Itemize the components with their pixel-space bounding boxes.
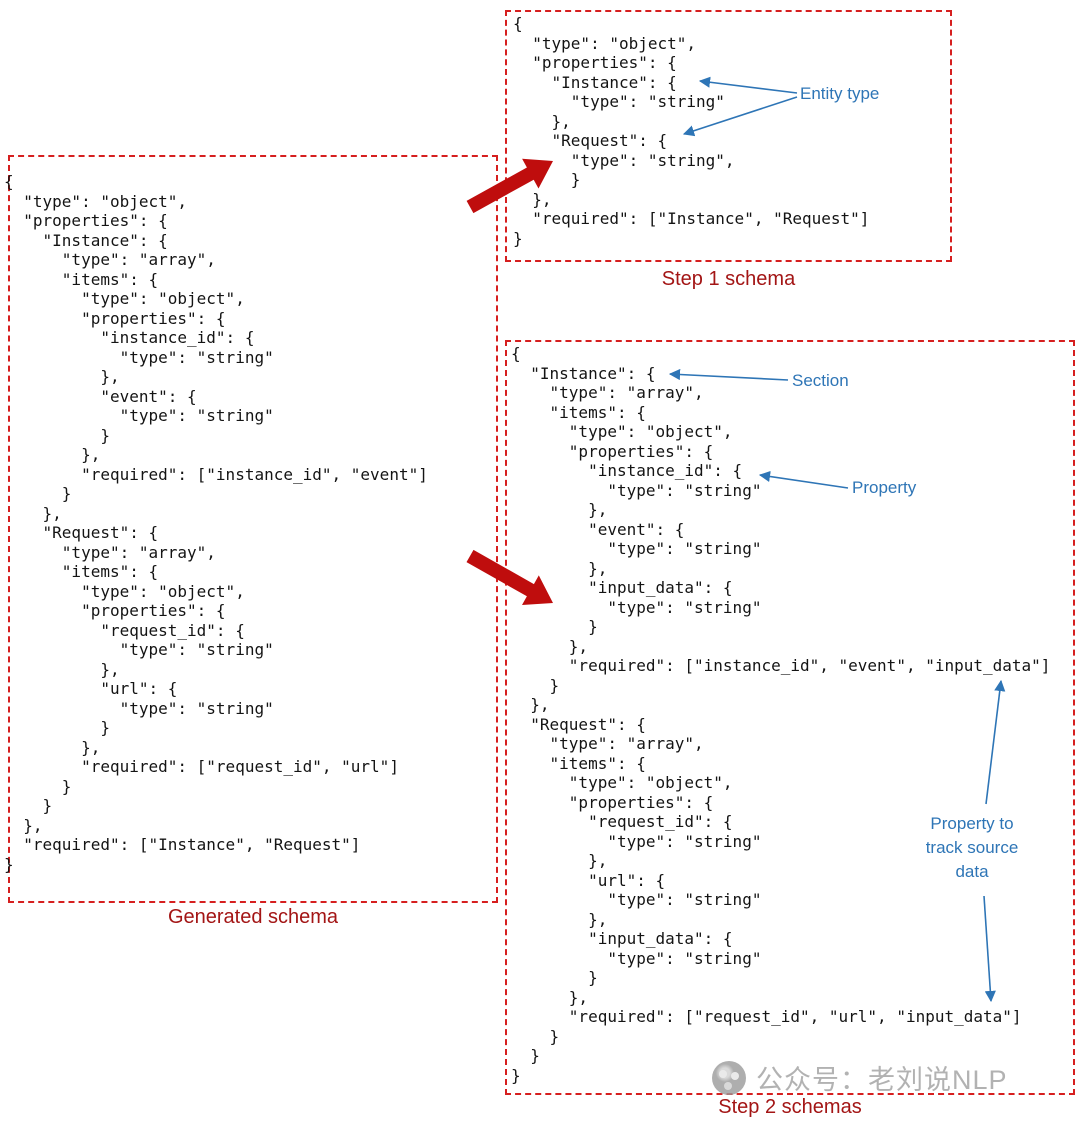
step2-schema-code: { "Instance": { "type": "array", "items"…: [511, 344, 1051, 1085]
entity-type-label: Entity type: [800, 84, 880, 103]
step1-schema-code: { "type": "object", "properties": { "Ins…: [513, 14, 870, 248]
watermark: 公众号：老刘说NLP: [712, 1058, 1008, 1097]
property-label: Property: [852, 478, 917, 497]
generated-schema-caption: Generated schema: [167, 906, 339, 928]
step2-schema-caption: Step 2 schemas: [718, 1096, 862, 1118]
step1-schema-panel: [505, 10, 952, 262]
generated-schema-code: { "type": "object", "properties": { "Ins…: [4, 172, 428, 874]
step2-schema-panel: [505, 340, 1075, 1095]
section-label: Section: [792, 371, 849, 390]
watermark-logo-icon: [712, 1060, 746, 1095]
watermark-text: 公众号：老刘说NLP: [756, 1065, 1008, 1095]
step1-schema-caption: Step 1 schema: [661, 268, 796, 290]
generated-schema-panel: [8, 155, 498, 903]
track-source-label: Property to track source data: [925, 814, 1019, 881]
